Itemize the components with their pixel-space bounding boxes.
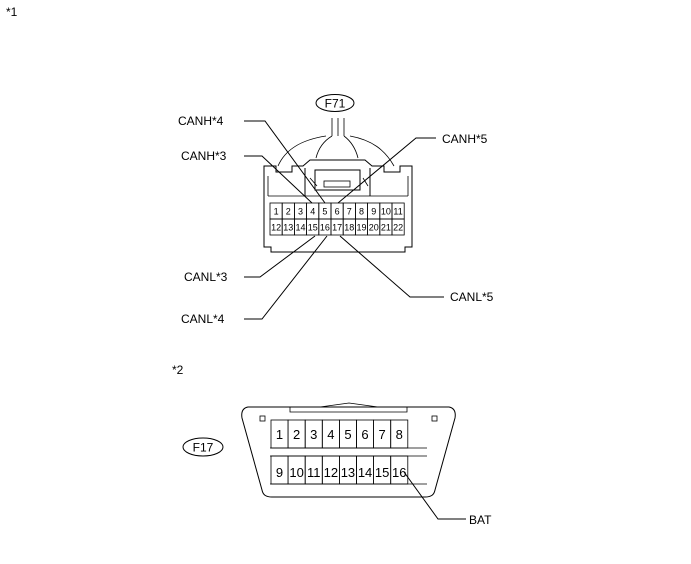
section1-marker: *1 bbox=[6, 5, 18, 19]
f17-pin-number: 2 bbox=[293, 427, 300, 442]
f71-pin-number: 13 bbox=[283, 223, 293, 233]
f17-pin-number: 15 bbox=[375, 465, 389, 480]
f71-pin-number: 19 bbox=[356, 223, 366, 233]
f17-leader-lines bbox=[403, 471, 466, 520]
f71-pin-number: 2 bbox=[286, 207, 291, 217]
f17-pin-cell bbox=[390, 455, 409, 485]
f71-wire-harness bbox=[277, 118, 395, 167]
f71-pin-number: 12 bbox=[271, 223, 281, 233]
f17-id-text: F17 bbox=[193, 441, 214, 455]
f71-connector bbox=[263, 159, 413, 253]
f17-pin-number: 10 bbox=[289, 465, 303, 480]
label-canh5: CANH*5 bbox=[442, 132, 488, 146]
f17-pin-cell bbox=[390, 419, 409, 449]
f17-pin-number: 11 bbox=[307, 465, 321, 480]
label-canl5: CANL*5 bbox=[450, 290, 494, 304]
section2-marker: *2 bbox=[172, 363, 184, 377]
f71-id-text: F71 bbox=[325, 97, 346, 111]
f71-pin-number: 3 bbox=[298, 207, 303, 217]
f17-pin-number: 12 bbox=[324, 465, 338, 480]
f71-pin-number: 14 bbox=[295, 223, 305, 233]
f17-pin-number: 16 bbox=[392, 465, 406, 480]
f17-pin-number: 13 bbox=[341, 465, 355, 480]
f71-pin-number: 5 bbox=[322, 207, 327, 217]
f17-pin-number: 9 bbox=[276, 465, 283, 480]
f71-pin-number: 22 bbox=[393, 223, 403, 233]
f71-pin-number: 9 bbox=[371, 207, 376, 217]
f17-pin-number: 4 bbox=[327, 427, 334, 442]
f71-pin-number: 1 bbox=[274, 207, 279, 217]
f17-connector bbox=[241, 402, 456, 498]
f71-pin-number: 21 bbox=[381, 223, 391, 233]
f71-connector-id: F71 bbox=[315, 94, 355, 112]
f71-pin-number: 16 bbox=[320, 223, 330, 233]
f17-pin-number: 5 bbox=[344, 427, 351, 442]
f17-pin-number: 7 bbox=[379, 427, 386, 442]
f71-pin-number: 8 bbox=[359, 207, 364, 217]
f71-pin-number: 20 bbox=[369, 223, 379, 233]
f17-pin-number: 6 bbox=[361, 427, 368, 442]
f71-pin-number: 11 bbox=[393, 207, 402, 217]
f71-leader-lines bbox=[244, 120, 444, 320]
f71-pin-number: 18 bbox=[344, 223, 354, 233]
f71-pin-number: 6 bbox=[335, 207, 340, 217]
f17-pin-number: 1 bbox=[276, 427, 283, 442]
f17-pin-number: 14 bbox=[358, 465, 372, 480]
f17-connector-id: F17 bbox=[182, 437, 224, 457]
f71-pin-number: 7 bbox=[347, 207, 352, 217]
f71-pin-number: 10 bbox=[381, 207, 391, 217]
f71-pin-number: 4 bbox=[310, 207, 315, 217]
label-bat: BAT bbox=[469, 513, 492, 527]
f71-pin-number: 17 bbox=[332, 223, 342, 233]
label-canh4: CANH*4 bbox=[178, 114, 224, 128]
f71-pin-cell bbox=[391, 218, 405, 236]
label-canl4: CANL*4 bbox=[181, 312, 225, 326]
f17-pin-number: 3 bbox=[310, 427, 317, 442]
label-canh3: CANH*3 bbox=[181, 149, 227, 163]
f71-pin-number: 15 bbox=[308, 223, 318, 233]
label-canl3: CANL*3 bbox=[184, 270, 228, 284]
f17-pin-number: 8 bbox=[396, 427, 403, 442]
